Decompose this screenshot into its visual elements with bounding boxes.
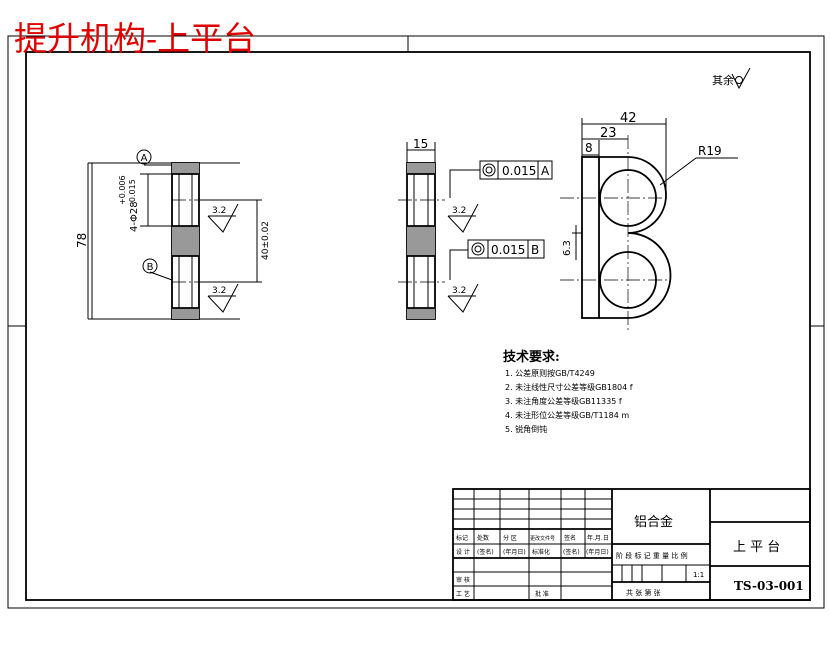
- datum-a-bubble: [136, 149, 152, 165]
- tb-design-cell: 设 计: [456, 548, 470, 556]
- tb-mark-cell: 标记: [456, 534, 468, 542]
- tb-approve: 批 准: [535, 590, 549, 598]
- stage-labels: 阶 段 标 记 重 量 比 例: [616, 551, 688, 560]
- front-view: [87, 162, 262, 320]
- hole-dim-label: 4-Φ28: [129, 201, 140, 232]
- material-label: 铝合金: [634, 514, 673, 530]
- tb-mark-cell: 处数: [477, 534, 489, 542]
- hole-tol-upper: +0.006: [118, 175, 127, 205]
- height-dim-label: 78: [75, 233, 89, 248]
- tech-req-heading: 技术要求:: [503, 349, 560, 365]
- drawing-number: TS-03-001: [734, 579, 804, 593]
- tol-frame-a: [479, 160, 553, 180]
- datum-a-label: A: [141, 153, 148, 164]
- tb-mark-cell: 更改文件号: [530, 535, 555, 542]
- surface-finish-note: 其余: [712, 73, 734, 87]
- tb-mark-cell: 分 区: [503, 534, 517, 542]
- tb-mark-cell: 年.月.日: [587, 534, 609, 542]
- tb-design-cell: (年月日): [586, 548, 609, 556]
- tb-design-cell: 标准化: [532, 548, 550, 556]
- hole-tol-lower: -0.015: [128, 179, 137, 205]
- dim-23: 23: [600, 126, 617, 141]
- scale-value: 1:1: [693, 571, 704, 579]
- tech-req-item: 3. 未注角度公差等级GB11335 f: [505, 396, 622, 406]
- drawing-title: 提升机构-上平台: [14, 19, 256, 58]
- concentricity-icon: [482, 163, 496, 177]
- outer-frame: [7, 35, 825, 609]
- tb-design-cell: (签名): [477, 548, 494, 556]
- tb-design-cell: (年月日): [503, 548, 526, 556]
- part-name: 上 平 台: [733, 540, 780, 555]
- tech-req-item: 2. 未注线性尺寸公差等级GB1804 f: [505, 382, 633, 392]
- center-dist-label: 40±0.02: [261, 221, 271, 260]
- side-roughness-1: 3.2: [452, 206, 466, 216]
- datum-b-label: B: [147, 262, 154, 273]
- dim-r19: R19: [698, 144, 722, 158]
- tech-req-item: 5. 锐角倒钝: [505, 424, 547, 434]
- front-roughness-1: 3.2: [212, 206, 226, 216]
- tol-b-value: 0.015: [491, 243, 525, 257]
- tol-b-datum: B: [531, 243, 539, 257]
- tech-req-item: 1. 公差原则按GB/T4249: [505, 368, 595, 378]
- concentricity-icon: [471, 242, 485, 256]
- sheet-count: 共 张 第 张: [626, 588, 661, 597]
- side-roughness-2: 3.2: [452, 286, 466, 296]
- tol-a-value: 0.015: [502, 164, 536, 178]
- tb-mark-cell: 签名: [564, 534, 576, 542]
- end-view: [560, 118, 738, 330]
- dim-63: 6.3: [562, 240, 573, 256]
- dim-42: 42: [620, 111, 637, 126]
- tol-a-datum: A: [541, 164, 550, 178]
- tech-req-item: 4. 未注形位公差等级GB/T1184 m: [505, 410, 629, 420]
- side-width-dim: 15: [413, 137, 428, 151]
- tb-process: 工 艺: [456, 590, 470, 598]
- dim-8: 8: [585, 141, 593, 155]
- surface-finish-symbol-icon: [731, 67, 751, 90]
- title-block: [452, 488, 811, 601]
- tb-review: 审 核: [456, 576, 470, 584]
- tb-design-cell: (签名): [563, 548, 580, 556]
- front-roughness-2: 3.2: [212, 286, 226, 296]
- datum-b-bubble: [142, 258, 158, 274]
- tol-frame-b: [467, 239, 545, 259]
- inner-frame: [25, 51, 811, 601]
- side-view: [398, 142, 480, 320]
